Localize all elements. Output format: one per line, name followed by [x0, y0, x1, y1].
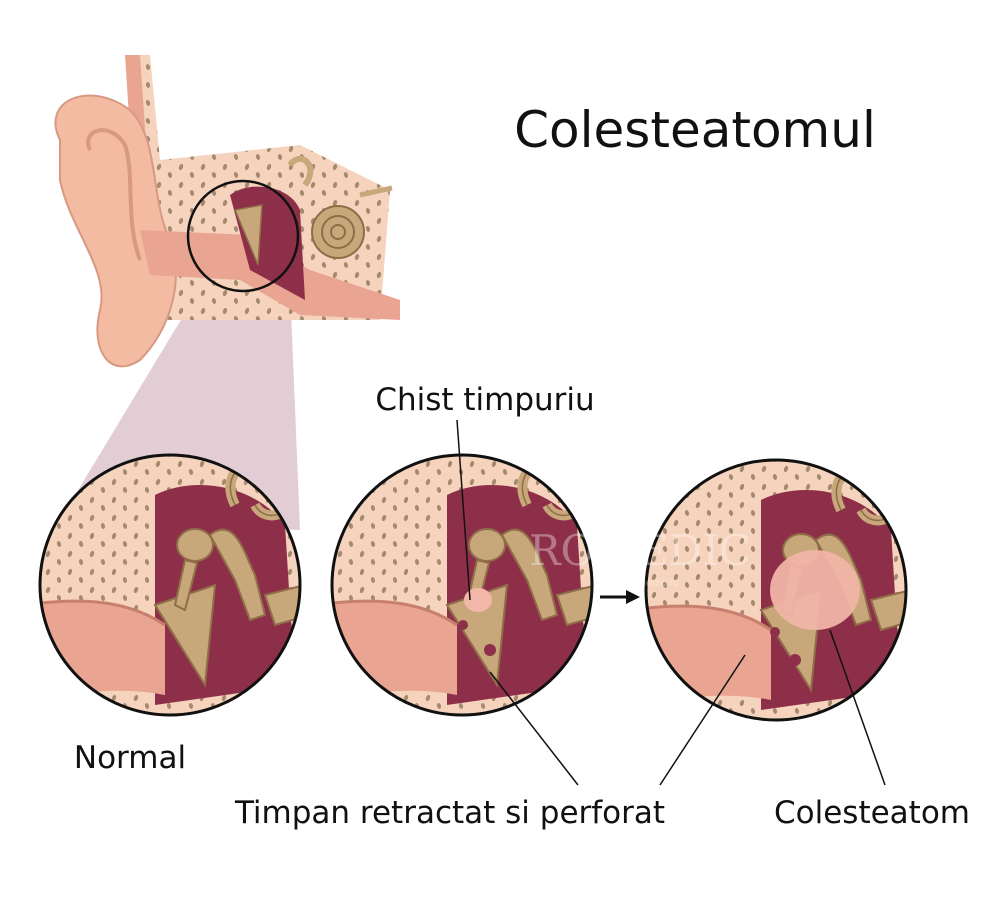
label-normal: Normal: [74, 740, 186, 776]
ear-anatomy: [54, 55, 400, 368]
svg-text:www.romedic.ro: www.romedic.ro: [600, 577, 679, 589]
cholesteatoma-closeup: [644, 458, 908, 722]
svg-text:ROMEDIC: ROMEDIC: [529, 526, 751, 575]
normal-ear-closeup: [38, 453, 302, 717]
leader-lines: [456, 419, 886, 786]
early-cyst-closeup: [330, 453, 594, 717]
progression-arrow: [600, 590, 640, 604]
watermark: ROMEDIC www.romedic.ro: [529, 526, 751, 589]
title: Colesteatomul: [514, 101, 876, 159]
label-cholesteatoma: Colesteatom: [774, 795, 970, 831]
label-early-cyst: Chist timpuriu: [375, 382, 594, 418]
label-retracted-eardrum: Timpan retractat si perforat: [234, 795, 665, 831]
magnifier-circle: [186, 179, 300, 293]
